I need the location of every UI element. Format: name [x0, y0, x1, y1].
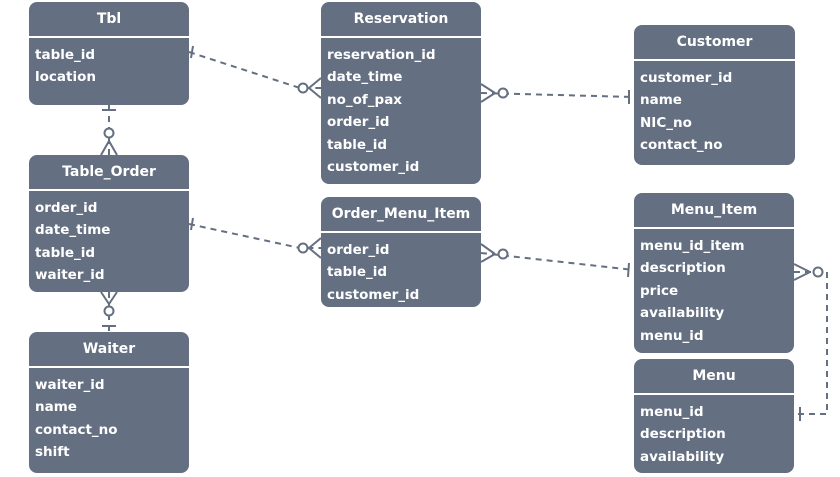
entity-attribute: menu_id: [640, 404, 704, 420]
entity-attribute: name: [35, 399, 77, 416]
rel-tbl-table-order: [100, 105, 118, 156]
entity-attribute: table_id: [35, 47, 96, 63]
entity-attribute: location: [35, 69, 96, 86]
entity-attribute: date_time: [327, 69, 403, 86]
rel-waiter-table-order: [100, 291, 118, 332]
entity-attribute: availability: [640, 305, 725, 322]
entity-title: Table_Order: [29, 155, 189, 191]
rel-table-order-order-menu-item: [188, 217, 322, 259]
entity-attribute: NIC_no: [640, 114, 692, 131]
entity-attribute: customer_id: [327, 158, 420, 175]
entity-attribute: price: [640, 282, 679, 299]
rel-menu-item-order-menu-item: [480, 243, 635, 278]
entity-title: Menu_Item: [634, 193, 794, 229]
entity-table-order[interactable]: Table_Order order_id date_time table_id …: [29, 155, 189, 292]
rel-tbl-reservation: [188, 45, 322, 99]
entity-attribute: description: [640, 426, 726, 443]
entity-attribute: reservation_id: [327, 47, 436, 63]
entity-attribute: waiter_id: [35, 267, 105, 284]
rel-customer-reservation: [480, 83, 635, 104]
entity-attribute: shift: [35, 444, 70, 461]
entity-attribute: contact_no: [640, 137, 723, 154]
entity-attribute: name: [640, 92, 682, 109]
entity-title: Tbl: [29, 2, 189, 38]
entity-reservation[interactable]: Reservation reservation_id date_time no_…: [321, 2, 481, 184]
entity-attribute: date_time: [35, 222, 111, 239]
entity-order-menu-item[interactable]: Order_Menu_Item order_id table_id custom…: [321, 197, 481, 307]
entity-attribute: customer_id: [640, 70, 733, 86]
entity-attribute: order_id: [35, 200, 98, 216]
entity-attribute: table_id: [327, 264, 388, 281]
entity-title: Customer: [634, 25, 795, 61]
entity-title: Reservation: [321, 2, 481, 38]
entity-waiter[interactable]: Waiter waiter_id name contact_no shift: [29, 332, 189, 473]
entity-attribute: waiter_id: [35, 377, 105, 393]
entity-customer[interactable]: Customer customer_id name NIC_no contact…: [634, 25, 795, 165]
entity-attribute: no_of_pax: [327, 91, 403, 108]
entity-attribute: customer_id: [327, 286, 420, 303]
entity-attribute: table_id: [35, 244, 96, 261]
entity-attribute: table_id: [327, 136, 388, 153]
rel-menu-menu-item: [793, 263, 828, 421]
entity-title: Menu: [634, 359, 794, 395]
entity-title: Order_Menu_Item: [321, 197, 481, 233]
entity-attribute: order_id: [327, 242, 390, 258]
entity-menu[interactable]: Menu menu_id description availability: [634, 359, 794, 473]
entity-attribute: menu_id: [640, 327, 704, 344]
entity-menu-item[interactable]: Menu_Item menu_id_item description price…: [634, 193, 794, 353]
entity-title: Waiter: [29, 332, 189, 368]
entity-attribute: availability: [640, 448, 725, 465]
entity-attribute: order_id: [327, 114, 390, 131]
entity-attribute: menu_id_item: [640, 238, 745, 254]
entity-attribute: description: [640, 260, 726, 277]
entity-attribute: contact_no: [35, 421, 118, 438]
entity-tbl[interactable]: Tbl table_id location: [29, 2, 189, 105]
